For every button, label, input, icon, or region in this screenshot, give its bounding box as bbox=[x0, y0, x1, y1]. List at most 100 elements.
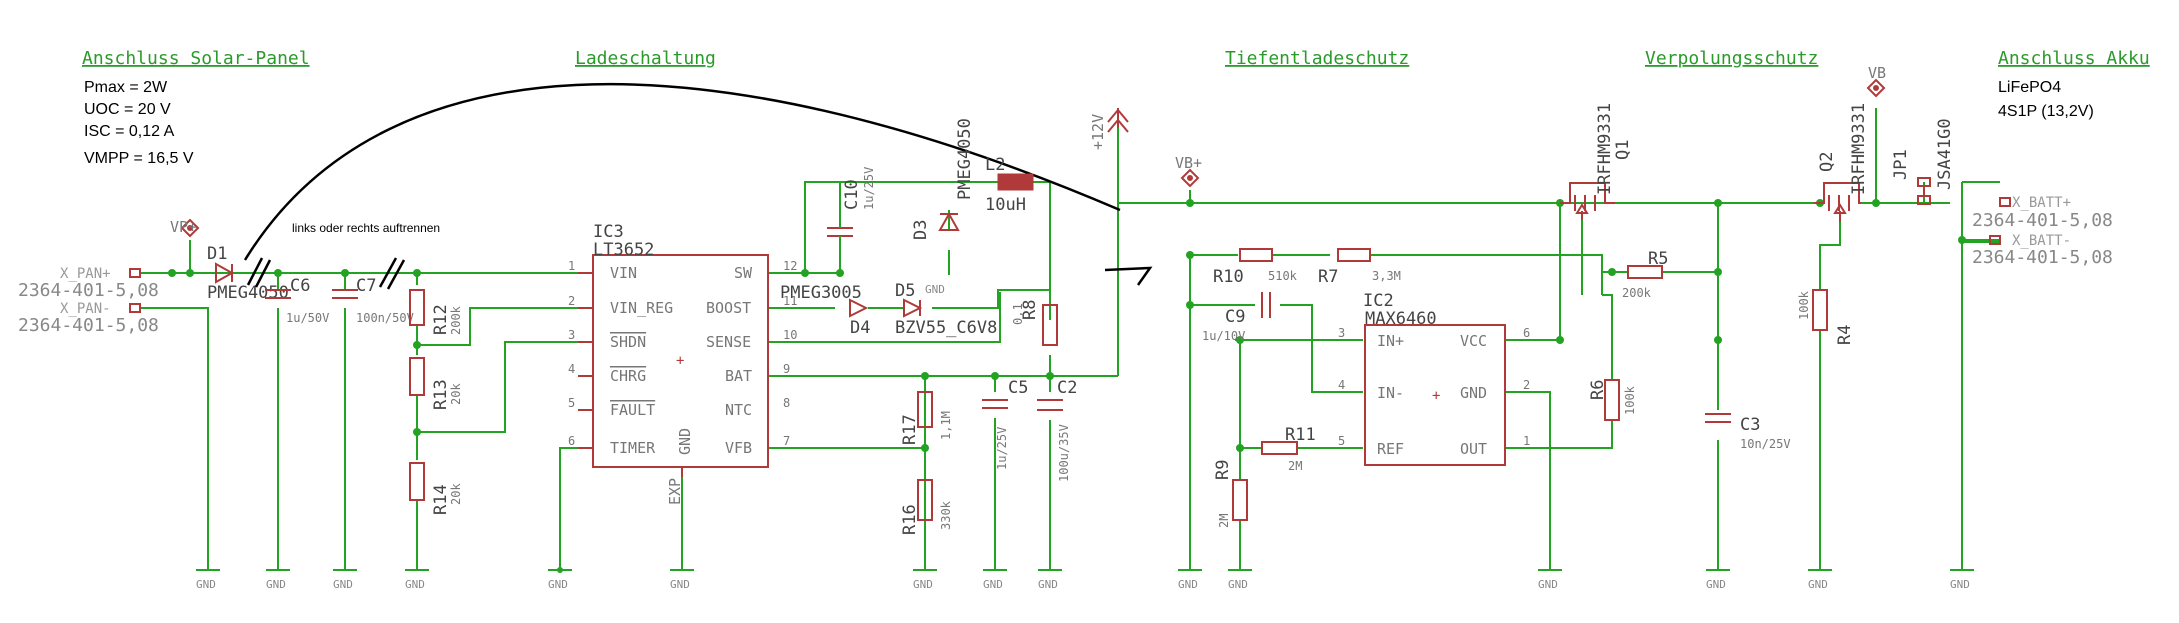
gnd-label: GND bbox=[405, 578, 425, 591]
ic2-max6460: IC2 MAX6460 3 4 5 IN+ IN- REF 6 2 1 VCC … bbox=[1338, 291, 1530, 466]
section-solar-panel: Anschluss Solar-Panel bbox=[82, 48, 310, 69]
capacitor-c9: C9 1u/10V bbox=[1202, 292, 1271, 343]
ic3-pin-vinreg: VIN_REG bbox=[610, 299, 673, 317]
d4-name: D4 bbox=[850, 318, 870, 338]
c2-name: C2 bbox=[1057, 378, 1077, 398]
gnd-label: GND bbox=[333, 578, 353, 591]
gnd-label: GND bbox=[913, 578, 933, 591]
resistor-r17: R17 1,1M bbox=[900, 391, 953, 445]
ic3-pin6-num: 6 bbox=[568, 434, 575, 448]
resistor-r10: R10 510k bbox=[1213, 248, 1298, 287]
r4-value: 100k bbox=[1797, 290, 1811, 320]
ic3-pin-ntc: NTC bbox=[725, 401, 752, 419]
section-charging: Ladeschaltung bbox=[575, 48, 716, 69]
c5-name: C5 bbox=[1008, 378, 1028, 398]
gnd-label: GND bbox=[983, 578, 1003, 591]
ic2-pin1-num: 1 bbox=[1523, 434, 1530, 448]
ic3-name: IC3 bbox=[593, 222, 624, 242]
gnd-label: GND bbox=[670, 578, 690, 591]
d3-name: D3 bbox=[911, 220, 931, 240]
section-deep-discharge: Tiefentladeschutz bbox=[1225, 48, 1409, 69]
mosfet-q2: IRFHM9331 Q2 bbox=[1814, 103, 1869, 222]
capacitor-c10: C10 1u/25V bbox=[827, 167, 876, 245]
ic3-pin-fault: FAULT bbox=[610, 401, 655, 419]
l2-value: 10uH bbox=[985, 195, 1026, 215]
ic2-pin-out: OUT bbox=[1460, 440, 1487, 458]
resistor-r8: R8 0,1 bbox=[1011, 300, 1058, 346]
ic3-pin-exp: EXP bbox=[666, 478, 684, 505]
handwritten-arc bbox=[243, 82, 1121, 261]
resistor-r16: R16 330k bbox=[900, 479, 953, 535]
pan-part-2: 2364-401-5,08 bbox=[18, 315, 159, 336]
ic3-pin1-num: 1 bbox=[568, 259, 575, 273]
spec-pmax: Pmax = 2W bbox=[84, 79, 168, 96]
resistor-r12: R12 200k bbox=[409, 289, 463, 335]
ic3-pin9-num: 9 bbox=[783, 362, 790, 376]
r13-name: R13 bbox=[431, 379, 451, 410]
d1-name: D1 bbox=[207, 244, 227, 264]
diode-d4: D4 PMEG3005 bbox=[780, 283, 870, 338]
ic3-pin-gnd: GND bbox=[676, 428, 694, 455]
supply-vb-plus: VB+ bbox=[1175, 154, 1202, 188]
spec-uoc: UOC = 20 V bbox=[84, 101, 171, 118]
ic2-pin-inm: IN- bbox=[1377, 384, 1404, 402]
d4-value: PMEG3005 bbox=[780, 283, 862, 303]
r16-name: R16 bbox=[900, 504, 920, 535]
section-battery: Anschluss Akku bbox=[1998, 48, 2150, 69]
r12-value: 200k bbox=[449, 305, 463, 335]
r5-name: R5 bbox=[1648, 249, 1668, 269]
spec-isc: ISC = 0,12 A bbox=[84, 123, 175, 140]
r10-value: 510k bbox=[1268, 269, 1298, 283]
r6-name: R6 bbox=[1588, 380, 1608, 400]
ic3-pin7-num: 7 bbox=[783, 434, 790, 448]
resistor-r6: R6 100k bbox=[1588, 379, 1637, 421]
svg-text:+: + bbox=[676, 353, 684, 369]
d3-value: PMEG4050 bbox=[955, 118, 975, 200]
r6-value: 100k bbox=[1623, 385, 1637, 415]
c9-name: C9 bbox=[1225, 307, 1245, 327]
r9-name: R9 bbox=[1213, 460, 1233, 480]
c6-value: 1u/50V bbox=[286, 311, 329, 325]
r11-name: R11 bbox=[1285, 425, 1316, 445]
capacitor-c2: C2 100u/35V bbox=[1037, 378, 1077, 482]
mosfet-q1: IRFHM9331 Q1 bbox=[1560, 103, 1633, 220]
junctions bbox=[168, 199, 1966, 573]
d3-gnd: GND bbox=[925, 283, 945, 296]
r12-name: R12 bbox=[431, 304, 451, 335]
ic3-pin-chrg: CHRG bbox=[610, 367, 646, 385]
r4-name: R4 bbox=[1835, 325, 1855, 345]
r16-value: 330k bbox=[939, 500, 953, 530]
gnd-label: GND bbox=[1538, 578, 1558, 591]
v12-label: +12V bbox=[1089, 114, 1107, 150]
ic3-pin-bat: BAT bbox=[725, 367, 752, 385]
gnd-label: GND bbox=[1706, 578, 1726, 591]
diode-d5: D5 BZV55_C6V8 bbox=[895, 281, 997, 338]
supply-12v: +12V bbox=[1089, 108, 1129, 150]
r8-value: 0,1 bbox=[1011, 303, 1025, 325]
q1-value: IRFHM9331 bbox=[1595, 103, 1615, 195]
gnd-label: GND bbox=[1808, 578, 1828, 591]
ic3-pin8-num: 8 bbox=[783, 396, 790, 410]
resistor-r5: R5 200k bbox=[1622, 249, 1668, 300]
vb-plus-label: VB+ bbox=[1175, 154, 1202, 172]
section-polarity: Verpolungsschutz bbox=[1645, 48, 1818, 69]
batt-minus-label: X_BATT- bbox=[2012, 233, 2071, 249]
c2-value: 100u/35V bbox=[1057, 424, 1071, 482]
r7-value: 3,3M bbox=[1372, 269, 1401, 283]
r10-name: R10 bbox=[1213, 267, 1244, 287]
d1-value: PMEG4050 bbox=[207, 283, 289, 303]
ic3-pin-vfb: VFB bbox=[725, 439, 752, 457]
r7-name: R7 bbox=[1318, 267, 1338, 287]
c10-name: C10 bbox=[842, 179, 862, 210]
cut-marks bbox=[246, 257, 406, 290]
connector-pan: X_PAN+ 2364-401-5,08 X_PAN- 2364-401-5,0… bbox=[18, 266, 159, 336]
c3-value: 10n/25V bbox=[1740, 437, 1791, 451]
solar-specs: Pmax = 2W UOC = 20 V ISC = 0,12 A VMPP =… bbox=[84, 79, 194, 167]
ic2-pin5-num: 5 bbox=[1338, 434, 1345, 448]
ic3-pin-sense: SENSE bbox=[706, 333, 751, 351]
gnd-label: GND bbox=[1178, 578, 1198, 591]
batt-part-1: 2364-401-5,08 bbox=[1972, 210, 2113, 231]
ic2-pin-inp: IN+ bbox=[1377, 332, 1404, 350]
pan-part-1: 2364-401-5,08 bbox=[18, 280, 159, 301]
gnd-label: GND bbox=[196, 578, 216, 591]
